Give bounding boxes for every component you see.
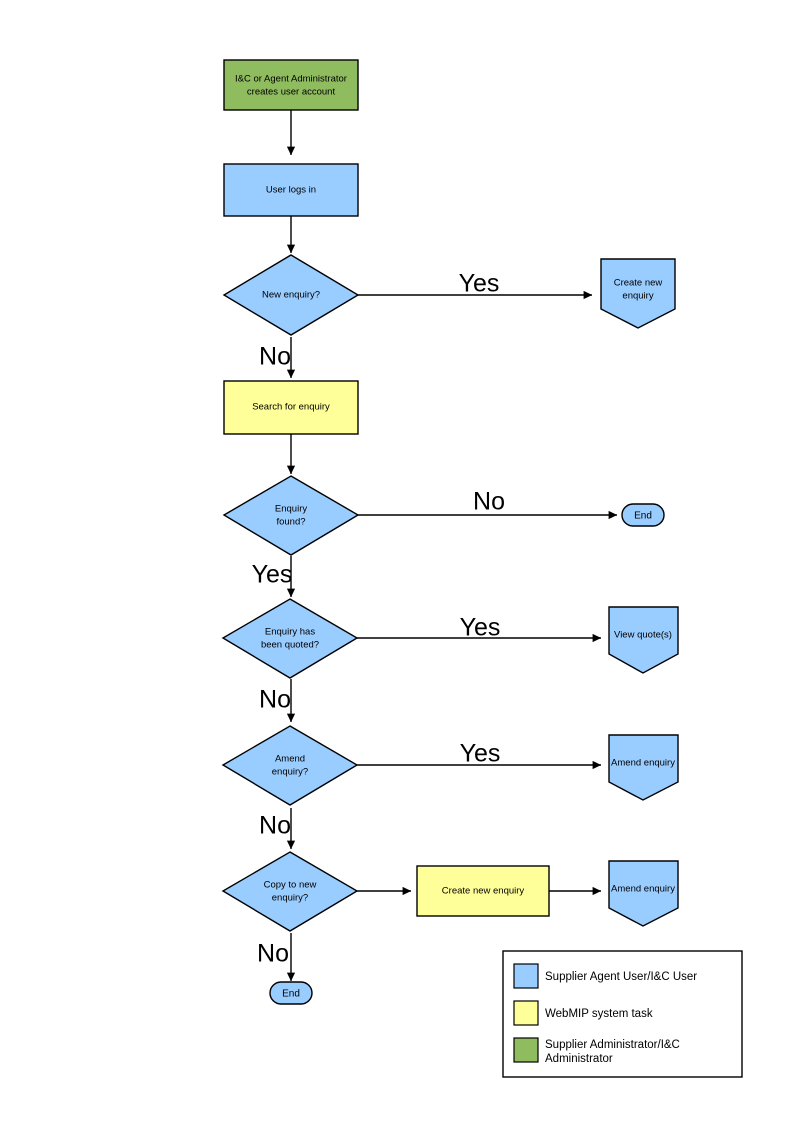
enquiry-found-decision-shape <box>222 475 360 556</box>
create-new-enquiry-bottom-shape <box>416 865 550 917</box>
node-enquiry-found-decision[interactable]: Enquiry found? <box>222 475 360 556</box>
create-new-enquiry-top-shape <box>600 258 676 329</box>
legend-swatch-system-yellow <box>513 1000 539 1026</box>
admin-creates-account-shape <box>223 59 359 111</box>
branch-new-enquiry-no-label: No <box>259 343 291 371</box>
amend-enquiry-action-shape <box>608 734 679 801</box>
node-end-final[interactable]: End <box>269 981 313 1005</box>
end-not-found-label: End <box>634 511 652 522</box>
branch-copy-no-label: No <box>257 940 289 968</box>
enquiry-found-decision-label-line2: found? <box>276 517 305 528</box>
copy-to-new-decision-label-line1: Copy to new <box>264 880 317 891</box>
new-enquiry-decision-label: New enquiry? <box>262 290 320 301</box>
node-user-logs-in[interactable]: User logs in <box>223 163 359 217</box>
node-amend-enquiry-decision[interactable]: Amend enquiry? <box>221 725 359 806</box>
end-final-label: End <box>282 989 300 1000</box>
node-enquiry-quoted-decision[interactable]: Enquiry has been quoted? <box>221 598 359 679</box>
branch-label-group: Yes No No Yes Yes No Yes No No <box>252 270 505 968</box>
user-logs-in-label: User logs in <box>266 185 316 196</box>
node-create-new-enquiry-bottom[interactable]: Create new enquiry <box>416 865 550 917</box>
amend-enquiry-decision-label-line2: enquiry? <box>272 767 308 778</box>
legend-label-user-blue: Supplier Agent User/I&C User <box>545 971 697 983</box>
legend-frame <box>502 950 743 1078</box>
new-enquiry-decision-shape <box>222 254 360 336</box>
amend-enquiry-action-label: Amend enquiry <box>611 758 675 769</box>
legend: Supplier Agent User/I&C User WebMIP syst… <box>502 950 743 1078</box>
amend-enquiry-after-copy-label: Amend enquiry <box>611 884 675 895</box>
legend-swatch-user-blue <box>513 963 539 989</box>
user-logs-in-shape <box>223 163 359 217</box>
connector-group <box>286 110 618 982</box>
search-for-enquiry-label: Search for enquiry <box>252 402 330 413</box>
enquiry-quoted-decision-shape <box>221 598 359 679</box>
node-view-quotes[interactable]: View quote(s) <box>608 606 679 674</box>
copy-to-new-decision-shape <box>221 851 359 932</box>
create-new-enquiry-bottom-label: Create new enquiry <box>442 886 525 897</box>
admin-creates-account-label-line1: I&C or Agent Administrator <box>235 74 347 85</box>
node-create-new-enquiry-top[interactable]: Create new enquiry <box>600 258 676 329</box>
legend-label-system-yellow: WebMIP system task <box>545 1008 653 1020</box>
branch-enquiry-found-no-label: No <box>473 488 505 516</box>
branch-amend-yes-label: Yes <box>460 740 501 768</box>
legend-label-admin-green-line2: Administrator <box>545 1053 613 1065</box>
node-search-for-enquiry[interactable]: Search for enquiry <box>223 380 359 435</box>
node-end-not-found[interactable]: End <box>621 503 665 527</box>
branch-quoted-yes-label: Yes <box>460 614 501 642</box>
node-amend-enquiry-action[interactable]: Amend enquiry <box>608 734 679 801</box>
copy-to-new-decision-label-line2: enquiry? <box>272 893 308 904</box>
node-amend-enquiry-after-copy[interactable]: Amend enquiry <box>608 860 679 927</box>
node-new-enquiry-decision[interactable]: New enquiry? <box>222 254 360 336</box>
legend-label-admin-green-line1: Supplier Administrator/I&C <box>545 1039 680 1051</box>
branch-enquiry-found-yes-label: Yes <box>252 561 293 589</box>
enquiry-found-decision-label-line1: Enquiry <box>275 504 307 515</box>
view-quotes-shape <box>608 606 679 674</box>
amend-enquiry-after-copy-shape <box>608 860 679 927</box>
admin-creates-account-label-line2: creates user account <box>247 87 336 98</box>
branch-new-enquiry-yes-label: Yes <box>459 270 500 298</box>
legend-swatch-admin-green <box>513 1037 539 1063</box>
amend-enquiry-decision-shape <box>221 725 359 806</box>
search-for-enquiry-shape <box>223 380 359 435</box>
node-copy-to-new-decision[interactable]: Copy to new enquiry? <box>221 851 359 932</box>
branch-quoted-no-label: No <box>259 686 291 714</box>
create-new-enquiry-top-label-line1: Create new <box>614 278 663 289</box>
view-quotes-label: View quote(s) <box>614 630 672 641</box>
create-new-enquiry-top-label-line2: enquiry <box>622 291 653 302</box>
node-admin-creates-account[interactable]: I&C or Agent Administrator creates user … <box>223 59 359 111</box>
enquiry-quoted-decision-label-line2: been quoted? <box>261 640 319 651</box>
end-final-shape <box>269 981 313 1005</box>
end-not-found-shape <box>621 503 665 527</box>
enquiry-quoted-decision-label-line1: Enquiry has <box>265 627 315 638</box>
amend-enquiry-decision-label-line1: Amend <box>275 754 305 765</box>
branch-amend-no-label: No <box>259 812 291 840</box>
